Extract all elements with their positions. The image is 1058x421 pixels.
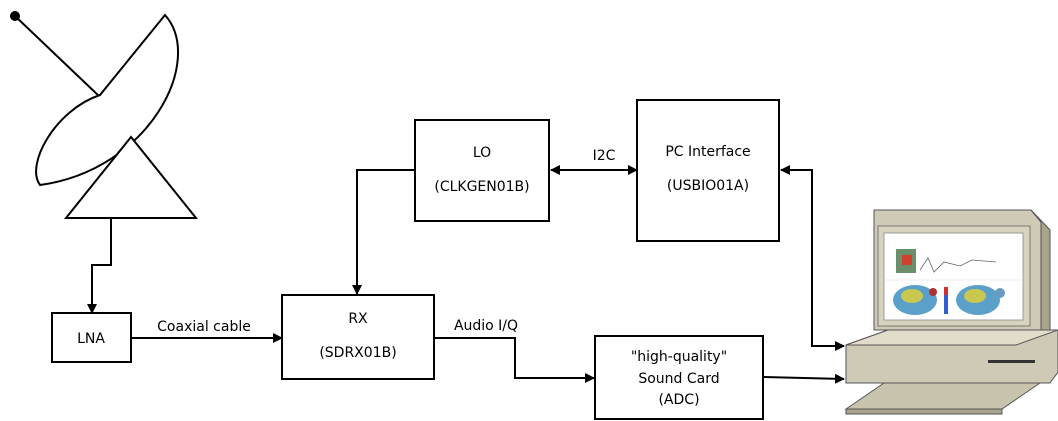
sound-card-label: Sound Card [638,371,719,387]
pc-interface-block: PC Interface (USBIO01A) [636,99,780,242]
rx-block: RX (SDRX01B) [281,294,435,380]
computer-icon [844,209,1058,415]
lo-block: LO (CLKGEN01B) [414,119,550,222]
audio-label: Audio I/Q [454,318,518,334]
coax-label: Coaxial cable [157,319,251,335]
sound-card-quality: "high-quality" [631,349,727,365]
lo-label: LO [473,145,491,161]
lna-block: LNA [51,312,132,363]
dish-to-lna-wire [87,218,112,314]
satellite-dish-icon [10,11,199,219]
pc-interface-label: PC Interface [665,144,750,160]
audio-wire [434,337,595,383]
lo-to-rx-wire [352,169,415,295]
pc-interface-part-number: (USBIO01A) [667,178,749,194]
lna-label: LNA [77,331,105,347]
rx-part-number: (SDRX01B) [319,345,396,361]
wires [87,165,845,384]
pc-to-usb-wire [780,165,845,351]
adc-to-pc-wire [763,373,845,384]
sound-card-block: "high-quality" Sound Card (ADC) [594,335,764,420]
rx-label: RX [348,311,368,327]
lo-part-number: (CLKGEN01B) [434,179,529,195]
i2c-label: I2C [593,148,616,164]
sound-card-adc: (ADC) [658,392,699,408]
